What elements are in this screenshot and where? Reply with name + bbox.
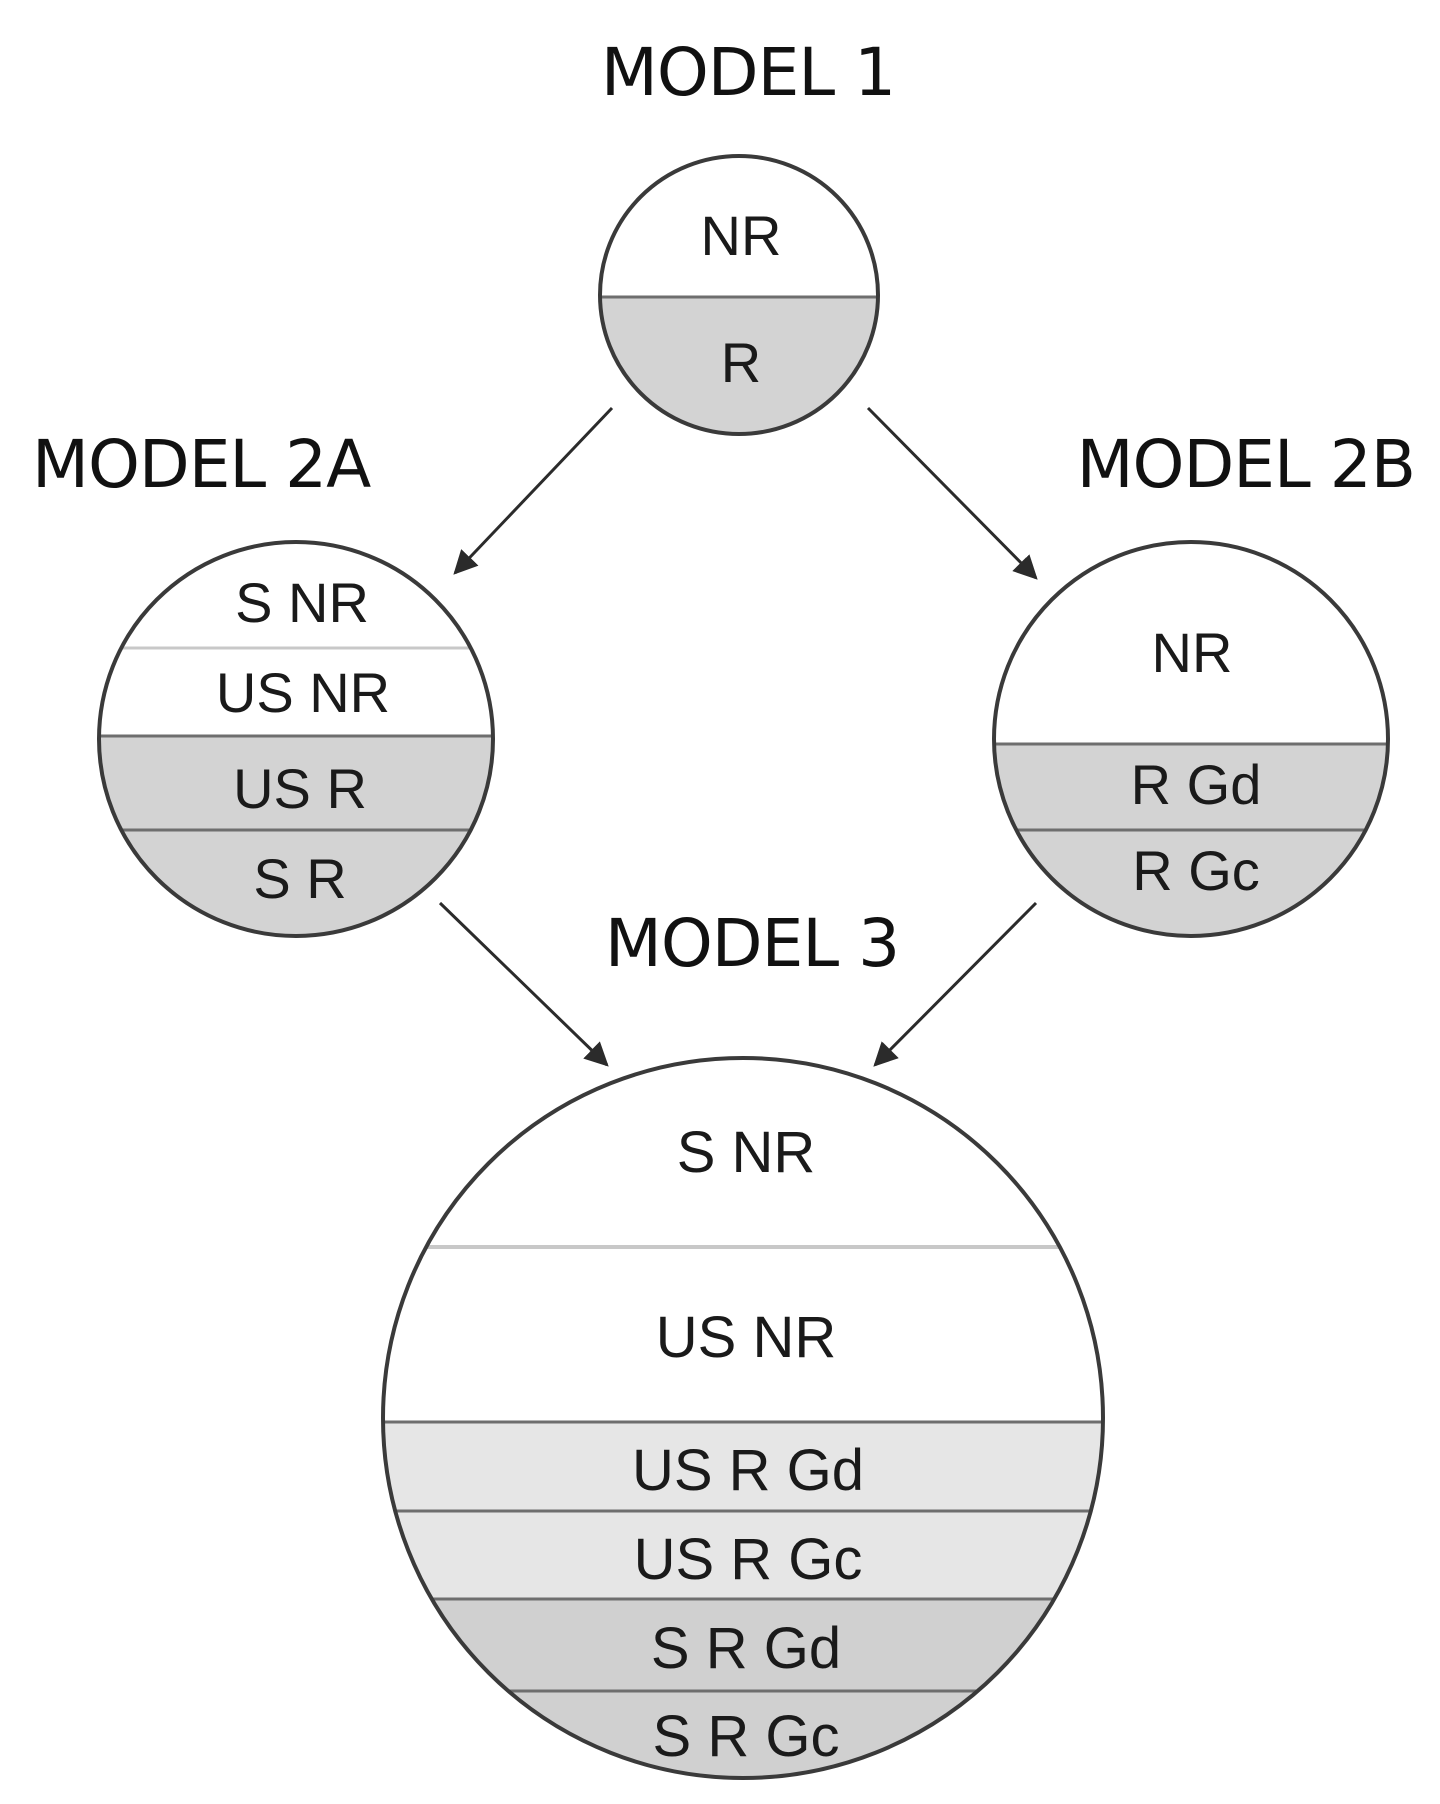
- model-2a-band-us-r: [99, 736, 493, 830]
- model-2a-label-s-nr: S NR: [235, 571, 369, 634]
- model-3-title: MODEL 3: [605, 905, 899, 982]
- arrow-model1-to-model2b: [866, 406, 1038, 580]
- model-3-label-s-r-gd: S R Gd: [651, 1616, 841, 1681]
- arrow-model2b-to-model3: [873, 901, 1038, 1067]
- model-3-label-us-r-gc: US R Gc: [634, 1527, 863, 1592]
- model-2b-band-r-gd: [994, 744, 1388, 830]
- model-3-label-us-r-gd: US R Gd: [632, 1438, 864, 1503]
- model-3-circle: S NR US NR US R Gd US R Gc S R Gd S R Gc: [381, 1056, 1105, 1780]
- arrow-model1-to-model2a: [453, 406, 614, 575]
- model-2b-outline: [992, 540, 1390, 938]
- model-3-label-s-r-gc: S R Gc: [653, 1704, 840, 1769]
- model-1-label-r: R: [721, 331, 761, 394]
- model-1-title: MODEL 1: [601, 34, 895, 111]
- model-2a-label-us-nr: US NR: [216, 661, 390, 724]
- model-2a-circle: S NR US NR US R S R: [97, 540, 495, 938]
- model-2b-title: MODEL 2B: [1077, 426, 1415, 503]
- arrow-model2a-to-model3: [438, 901, 609, 1067]
- model-2a-band-us-nr: [99, 648, 493, 736]
- model-3-band-us-nr: [383, 1247, 1103, 1422]
- model-2b-label-r-gc: R Gc: [1132, 839, 1260, 902]
- model-2b-circle: NR R Gd R Gc: [992, 540, 1390, 938]
- model-2b-label-nr: NR: [1152, 621, 1233, 684]
- model-2a-label-us-r: US R: [233, 757, 367, 820]
- model-2a-outline: [97, 540, 495, 938]
- model-1-label-nr: NR: [701, 204, 782, 267]
- model-1-outline: [598, 154, 880, 436]
- model-2b-label-r-gd: R Gd: [1131, 753, 1262, 816]
- model-3-band-s-r-gd: [383, 1599, 1103, 1691]
- model-3-band-us-r-gd: [383, 1422, 1103, 1511]
- model-3-label-us-nr: US NR: [656, 1305, 836, 1370]
- arrows: [438, 406, 1038, 1067]
- model-3-label-s-nr: S NR: [677, 1120, 816, 1185]
- model-2a-title: MODEL 2A: [32, 426, 371, 503]
- model-2a-label-s-r: S R: [253, 847, 346, 910]
- model-1-circle: NR R: [598, 154, 880, 436]
- model-3-outline: [381, 1056, 1105, 1780]
- model-3-band-us-r-gc: [383, 1511, 1103, 1599]
